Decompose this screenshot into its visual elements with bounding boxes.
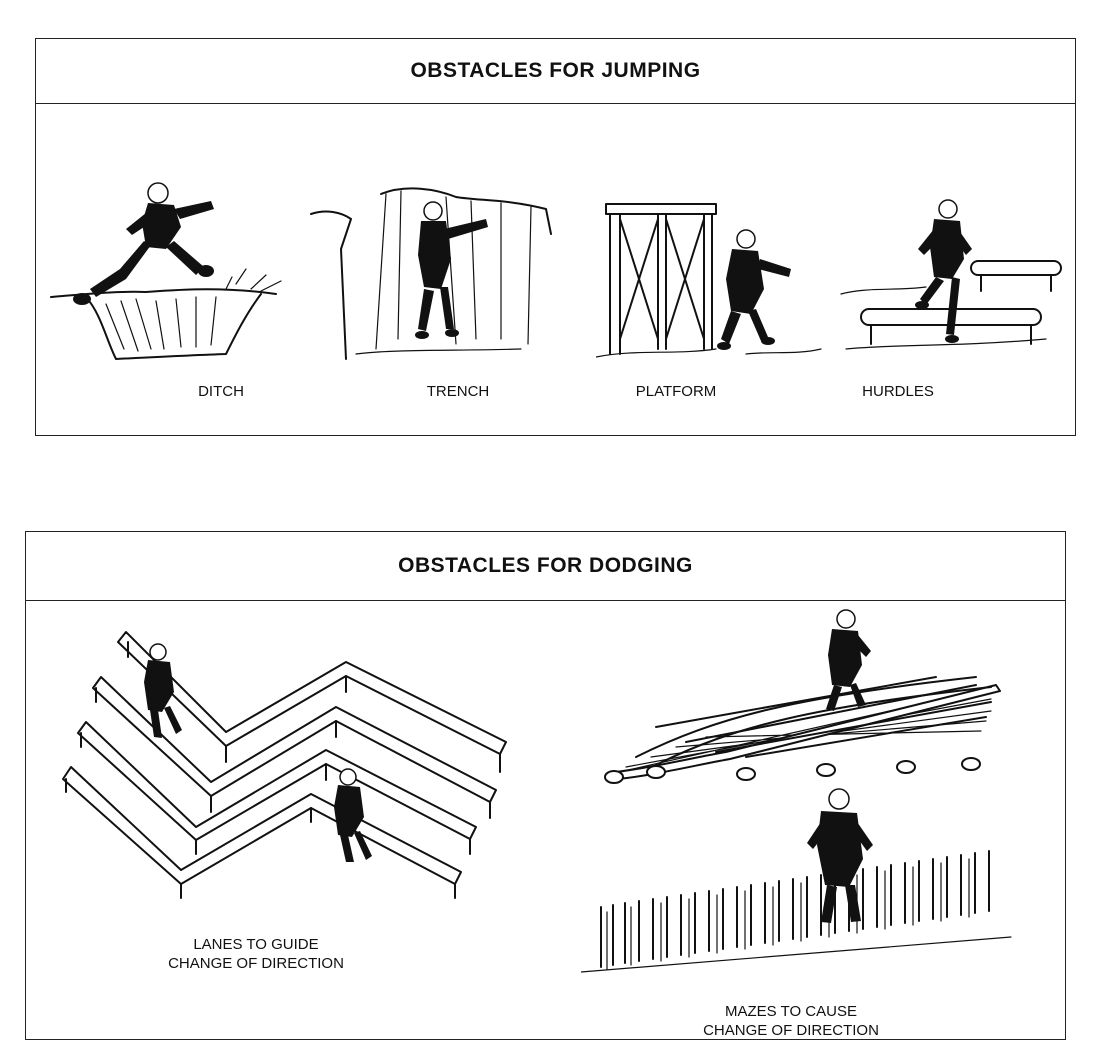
lanes-label-line2: CHANGE OF DIRECTION bbox=[168, 955, 344, 972]
mazes-label-line2: CHANGE OF DIRECTION bbox=[703, 1022, 879, 1039]
platform-label: PLATFORM bbox=[635, 383, 717, 400]
jumping-panel: OBSTACLES FOR JUMPING DITCH bbox=[35, 38, 1076, 436]
ditch-label: DITCH bbox=[198, 383, 244, 400]
maze-illustration bbox=[581, 788, 1012, 973]
platform-illustration bbox=[596, 203, 822, 358]
soldier-figure-icon bbox=[807, 788, 873, 923]
log-grid-illustration bbox=[604, 609, 1001, 784]
soldier-figure-icon bbox=[144, 643, 372, 862]
post-icon bbox=[600, 850, 990, 970]
log-beam-icon bbox=[605, 676, 1001, 780]
ditch-illustration bbox=[50, 182, 282, 360]
hurdles-label: HURDLES bbox=[862, 383, 934, 400]
trench-illustration bbox=[310, 187, 552, 360]
soldier-figure-icon bbox=[73, 182, 214, 305]
dodging-panel: OBSTACLES FOR DODGING LANES TO GUIDE CHA… bbox=[25, 531, 1066, 1040]
ground-hatching-icon bbox=[581, 936, 1012, 973]
jumping-panel-title: OBSTACLES FOR JUMPING bbox=[36, 39, 1075, 104]
soldier-figure-icon bbox=[717, 229, 791, 350]
soldier-figure-icon bbox=[826, 609, 871, 711]
lanes-illustration bbox=[62, 631, 507, 899]
dodging-panel-title: OBSTACLES FOR DODGING bbox=[26, 532, 1065, 601]
lanes-label-line1: LANES TO GUIDE bbox=[193, 936, 319, 953]
mazes-label-line1: MAZES TO CAUSE bbox=[725, 1003, 857, 1020]
trench-label: TRENCH bbox=[426, 383, 490, 400]
hurdles-illustration bbox=[840, 199, 1062, 350]
soldier-figure-icon bbox=[915, 199, 972, 343]
log-beam-icon bbox=[62, 631, 507, 885]
soldier-figure-icon bbox=[415, 201, 488, 339]
